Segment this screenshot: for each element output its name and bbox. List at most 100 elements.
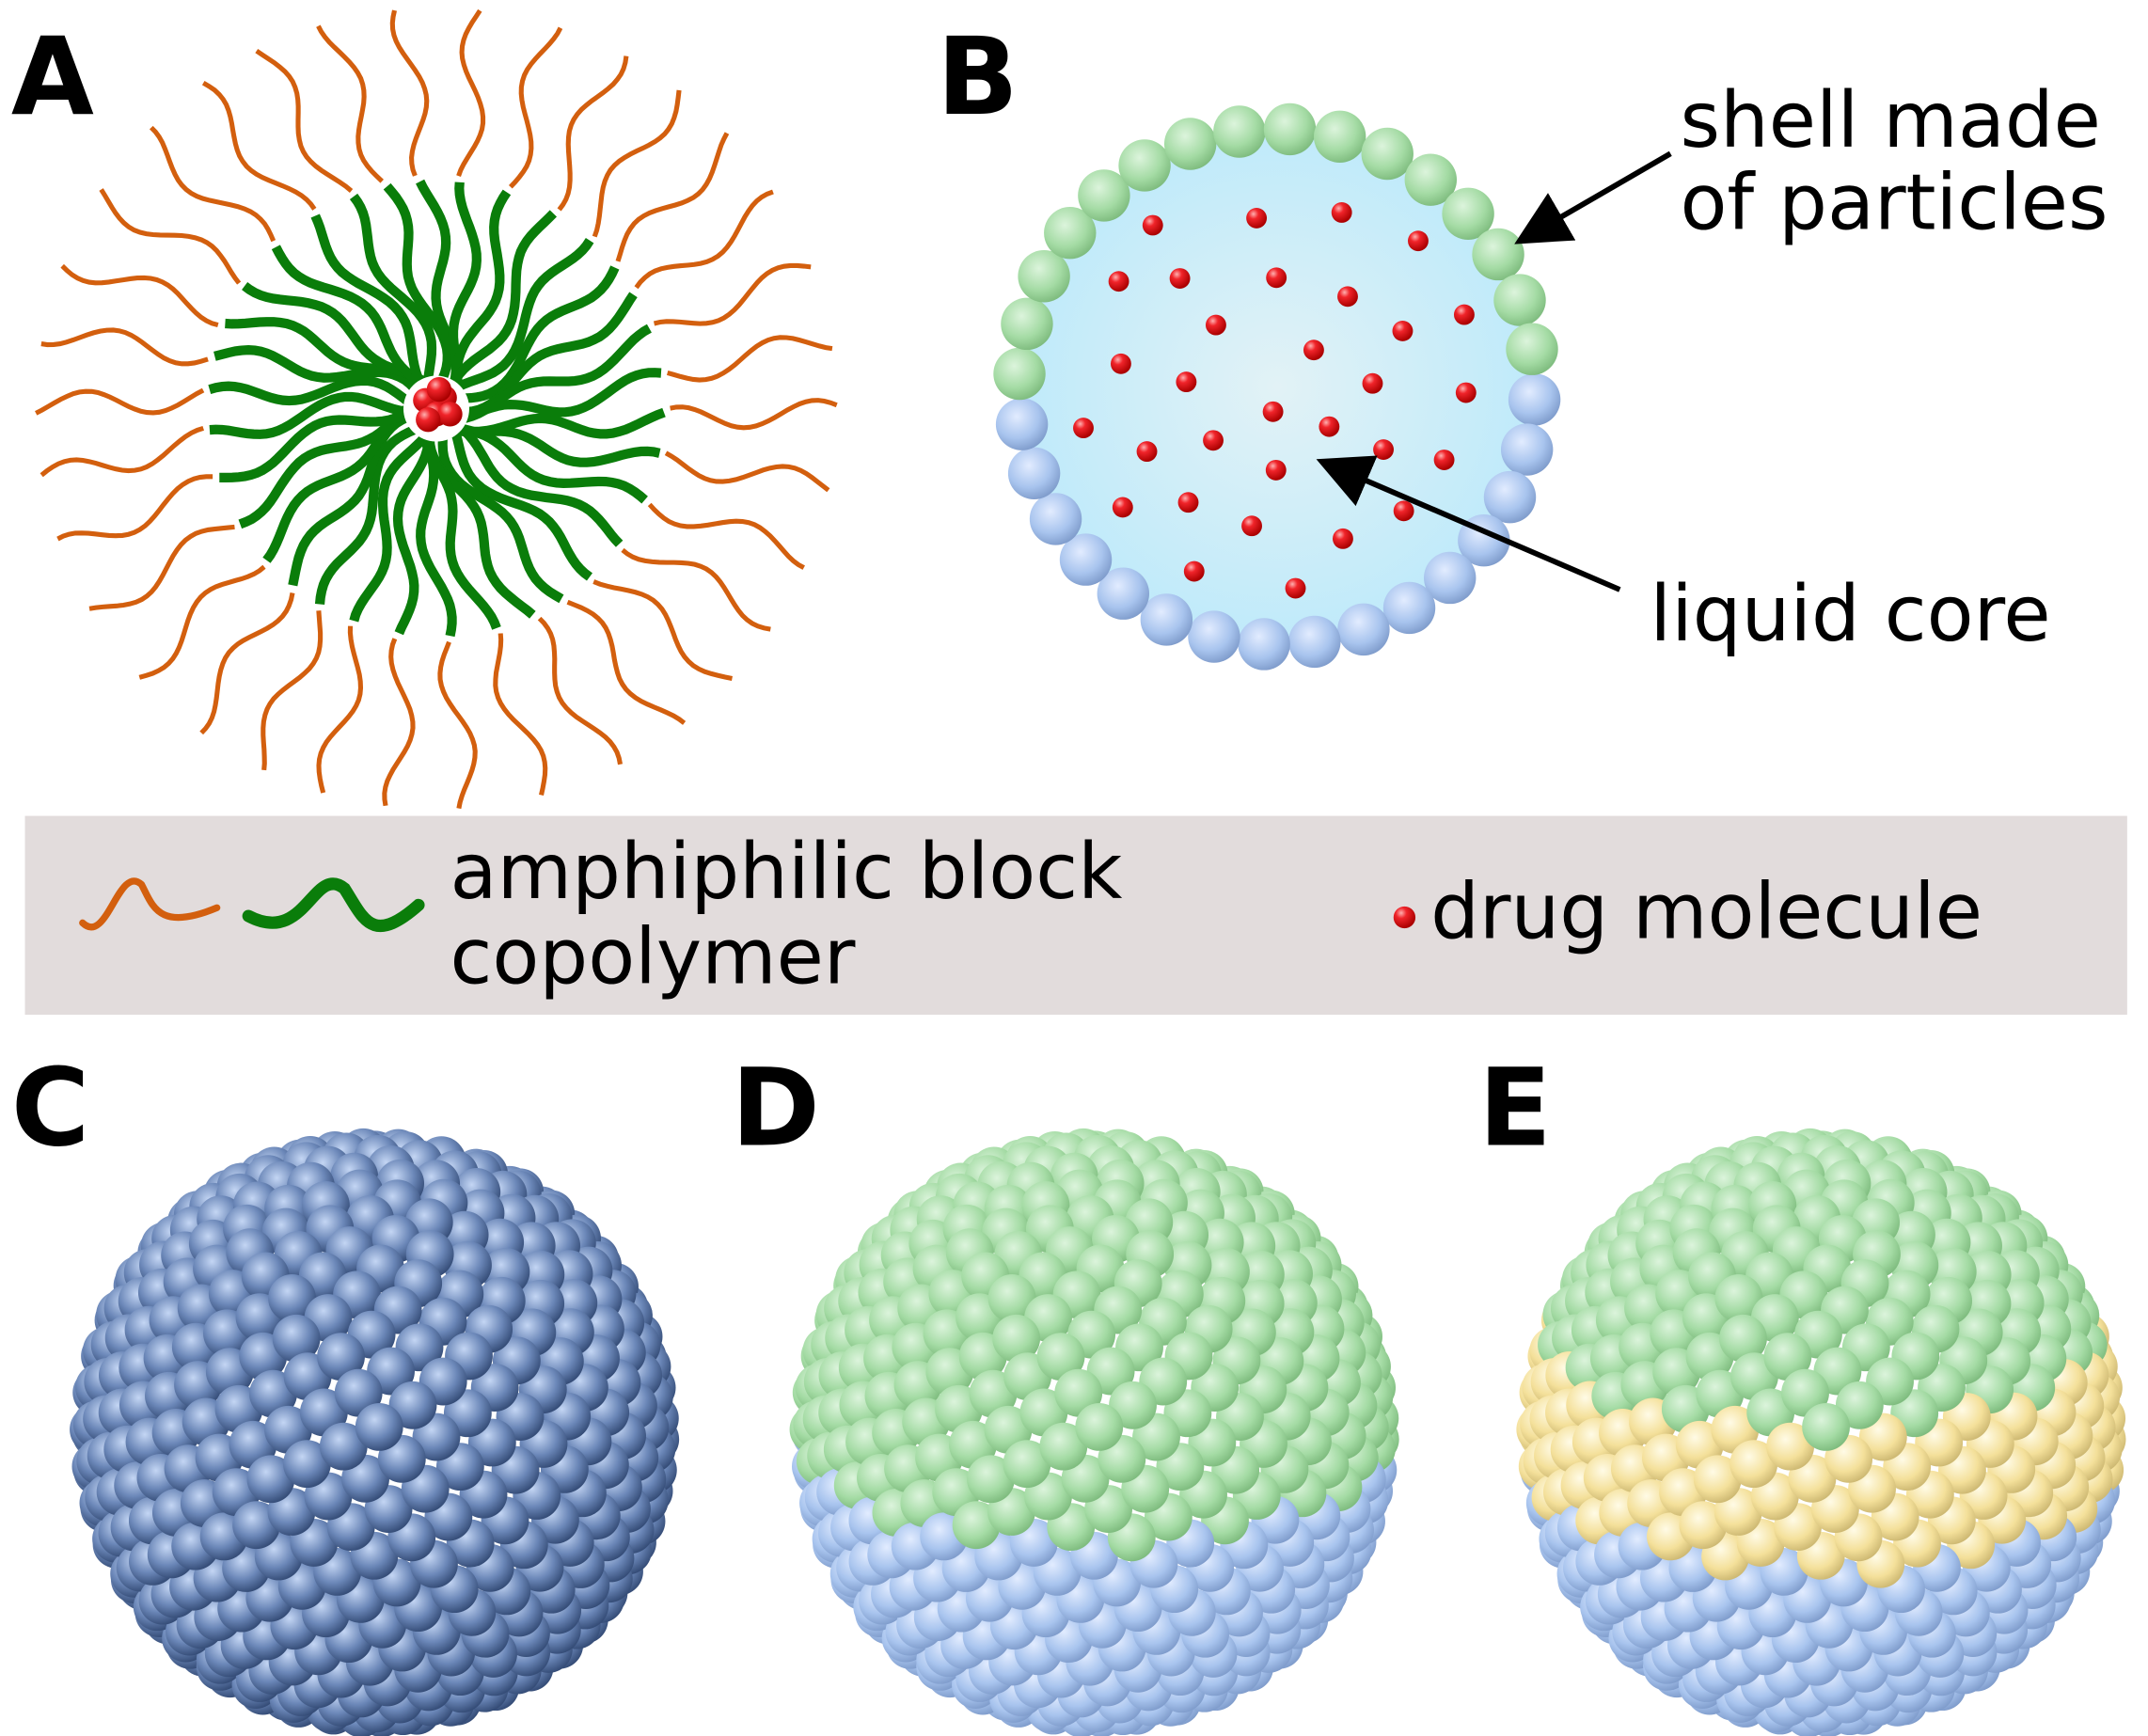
drug-molecule [1265, 459, 1287, 481]
hydrophobic-chain [450, 430, 592, 581]
hydrophobic-chain [208, 375, 411, 406]
shell-particle [1802, 1402, 1850, 1451]
hydrophobic-chain [392, 436, 434, 636]
hydrophobic-chain [449, 210, 558, 387]
shell-particle [1337, 603, 1390, 656]
legend-copolymer-line2: copolymer [450, 912, 856, 1002]
shell-particle [1018, 250, 1070, 303]
panel-label-d: D [731, 1046, 819, 1171]
hydrophilic-chain [592, 579, 733, 681]
legend-copolymer-line1: amphiphilic block [450, 828, 1124, 917]
drug-molecule [1112, 497, 1133, 518]
hydrophobic-chain [349, 193, 437, 381]
hydrophilic-chain [138, 564, 266, 680]
legend: amphiphilic block copolymer drug molecul… [24, 815, 2127, 1016]
drug-molecule [1110, 353, 1131, 374]
shell-particle [1404, 153, 1458, 206]
hydrophobic-chain [464, 368, 662, 422]
drug-molecule [1453, 304, 1475, 325]
hydrophilic-chain [456, 8, 486, 177]
drug-molecule [1433, 450, 1455, 470]
hydrophobic-chain [456, 425, 661, 467]
hydrophilic-chain [88, 524, 235, 611]
shell-particle [272, 1314, 321, 1363]
core-label: liquid core [1650, 570, 2050, 659]
hydrophobic-chain [271, 245, 424, 387]
hydrophobic-chain [416, 435, 457, 638]
legend-background [24, 815, 2127, 1016]
shell-particle [1508, 373, 1561, 426]
hydrophobic-chain [419, 434, 501, 630]
hydrophilic-chain [592, 89, 682, 238]
micelle-diagram [35, 8, 838, 810]
drug-molecule-icon [1393, 906, 1416, 929]
panel-label-b: B [937, 14, 1019, 139]
hydrophilic-chain [493, 633, 548, 796]
shell-particle [1044, 206, 1097, 260]
hydrophilic-chain [261, 610, 324, 771]
hydrophobic-chain [458, 423, 648, 504]
hydrophilic-chain [56, 474, 213, 542]
hydrophobic-chain [455, 237, 594, 392]
panel-label-e: E [1478, 1046, 1552, 1171]
hydrophilic-chain [666, 335, 833, 383]
shell-particle [1059, 533, 1113, 586]
shell-label-line2: of particles [1680, 159, 2108, 248]
shell-particle [1163, 118, 1217, 170]
shell-particle [1493, 274, 1546, 326]
drug-molecule [1142, 214, 1163, 236]
shell-particle [1078, 169, 1130, 222]
panel-label-a: A [11, 14, 94, 139]
shell-particle [1075, 1402, 1124, 1451]
hydrophilic-chain [40, 327, 209, 367]
drug-molecule [1362, 372, 1383, 394]
hydrophilic-chain [99, 188, 242, 285]
hydrophilic-chain [653, 262, 812, 326]
drug-molecule [1262, 401, 1284, 422]
shell-particle [993, 347, 1046, 401]
shell-particle [1763, 1333, 1812, 1381]
hydrophilic-chain [35, 387, 205, 416]
drug-molecule [1332, 528, 1353, 549]
shell-particle [268, 1274, 316, 1322]
drug-molecule [1373, 439, 1394, 460]
shell-particle [995, 398, 1049, 450]
hydrophilic-chain [201, 81, 317, 211]
hydrophilic-chain [437, 640, 478, 810]
drug-molecule [1203, 430, 1224, 451]
drug-molecule [1176, 371, 1197, 393]
shell-particle [1361, 127, 1414, 181]
shell-particle [1693, 1455, 1742, 1504]
drug-molecule [1183, 560, 1205, 582]
hydrophobic-chain [349, 433, 429, 623]
core-arrow [1316, 455, 1621, 592]
shell-particle [1118, 139, 1171, 192]
shell-particle [967, 1455, 1015, 1504]
shell-particle [1029, 493, 1082, 545]
shell-particle [1238, 618, 1290, 671]
drug-molecule [1331, 202, 1352, 223]
hydrophobic-chain [310, 213, 425, 386]
hydrophilic-chain [255, 48, 354, 193]
shell-particle [1313, 110, 1366, 164]
hydrophilic-chain [621, 547, 771, 632]
drug-molecule [1408, 230, 1429, 252]
hydrophilic-chain [634, 189, 774, 290]
shell-particle [1007, 447, 1061, 500]
hydrophilic-chain [557, 55, 629, 212]
drug-molecule [1393, 500, 1414, 522]
drug-molecule [1136, 441, 1158, 463]
hydrophilic-chain [199, 592, 295, 735]
drug-molecule [1205, 314, 1226, 336]
shell-particle [1483, 470, 1537, 524]
hydrophobic-chain [456, 423, 624, 547]
drug-molecule [437, 402, 463, 427]
shell-particle [1506, 323, 1558, 375]
drug-molecule [1392, 321, 1414, 341]
drug-molecule [1337, 286, 1358, 308]
shell-particle [1766, 1422, 1815, 1471]
shell-particle [1263, 103, 1317, 156]
sphere-three-patch [1516, 1128, 2126, 1736]
shell-particle [355, 1402, 403, 1451]
hydrophilic-chain [39, 425, 205, 478]
